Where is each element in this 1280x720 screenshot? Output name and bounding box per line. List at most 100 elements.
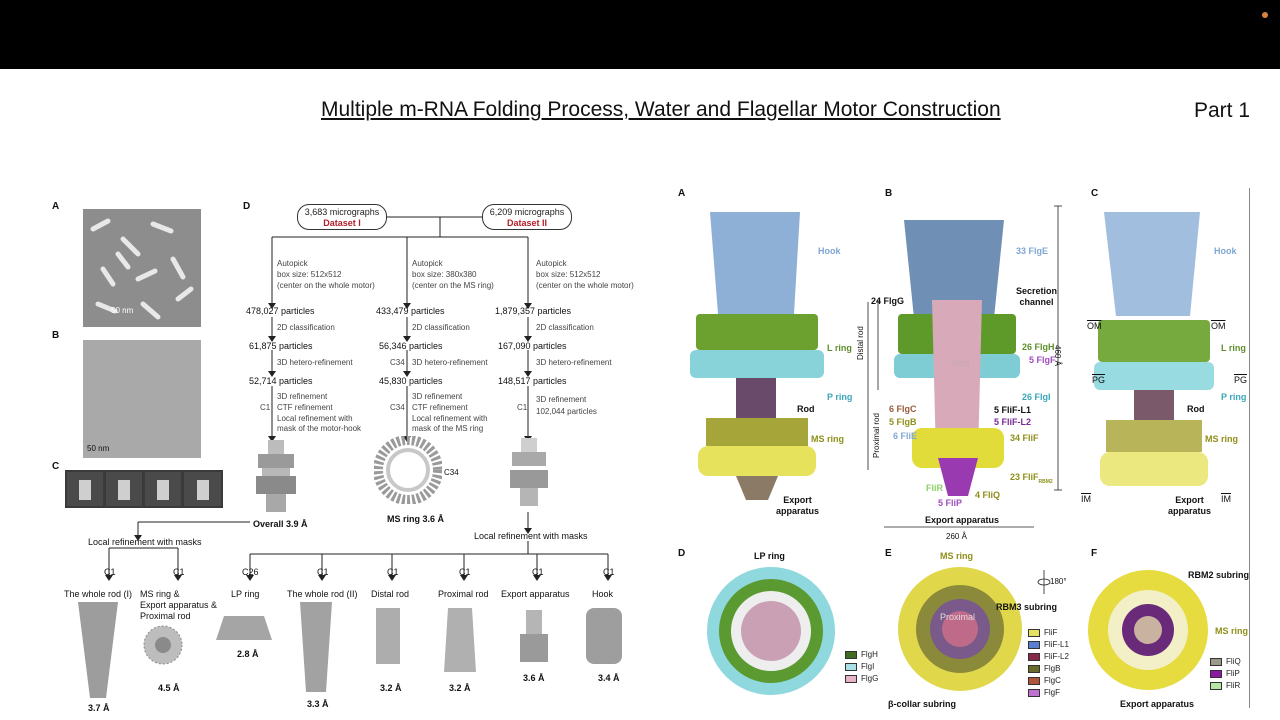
- e-swatch-flgf: [1028, 688, 1040, 697]
- d-legend-flgh: FlgH: [845, 650, 878, 659]
- sub-2-name: MS ring & Export apparatus & Proximal ro…: [140, 589, 218, 621]
- b-flgh-label: 26 FlgH: [1022, 342, 1055, 352]
- d-legend-flgi-label: FlgI: [861, 662, 875, 671]
- d-legend-flgi: FlgI: [845, 662, 874, 671]
- c-pg-left: PG: [1092, 375, 1106, 385]
- c-ms-ring-label: MS ring: [1205, 434, 1238, 444]
- b-flgg-label: 24 FlgG: [871, 296, 905, 306]
- col3-particles-2: 167,090 particles: [498, 341, 567, 351]
- col1-refine-4: mask of the motor-hook: [277, 424, 362, 433]
- sub-1-sym: C1: [104, 567, 116, 577]
- e-rotation-label: 180°: [1050, 577, 1067, 586]
- a-ms-ring-label: MS ring: [811, 434, 844, 444]
- dataset-2-name: Dataset II: [506, 218, 548, 228]
- c-im-right: IM: [1221, 494, 1231, 504]
- f-legend-flip-label: FliP: [1226, 669, 1240, 678]
- col2-box: box size: 380x380: [412, 270, 477, 279]
- sub-3-res: 2.8 Å: [237, 649, 259, 659]
- c-im-left: IM: [1081, 494, 1091, 504]
- rbm2-subring-view: [1088, 570, 1208, 690]
- c-om-right: OM: [1211, 321, 1226, 331]
- col1-refine-3: Local refinement with: [277, 414, 353, 423]
- b-fliq-label: 4 FliQ: [975, 490, 1001, 500]
- panel-letter-d: D: [243, 201, 251, 212]
- motor-model-a: [690, 212, 824, 500]
- col3-sym: C1: [517, 403, 528, 412]
- col1-step-2: 3D hetero-refinement: [277, 358, 353, 367]
- panel-letter-c: C: [52, 461, 60, 472]
- col3-motor-map: [510, 438, 548, 506]
- e-swatch-flif: [1028, 628, 1040, 637]
- b-channel-label: Secretion channel: [1016, 286, 1058, 307]
- motor-cutaway-b: [894, 220, 1020, 496]
- f-legend-flir: FliR: [1210, 681, 1240, 690]
- dataset-1-name: Dataset I: [323, 218, 361, 228]
- col1-particles-1: 478,027 particles: [246, 306, 315, 316]
- e-legend-flifl2-label: FliF-L2: [1044, 652, 1069, 661]
- 2d-class-averages: [65, 470, 223, 508]
- whole-rod-2-map: [300, 602, 332, 692]
- d-legend-flgg-label: FlgG: [861, 674, 879, 683]
- figure-right-border: [1249, 188, 1250, 708]
- ms-ring-symmetry: C34: [444, 468, 459, 477]
- b-flifrbm-label: 23 FliFRBM2: [1010, 472, 1053, 485]
- part-label: Part 1: [1194, 99, 1251, 122]
- scale-bar-label-b: 50 nm: [87, 444, 110, 453]
- b-flir-label: FliR: [926, 483, 943, 493]
- overall-resolution: Overall 3.9 Å: [253, 519, 308, 529]
- f-swatch-flip: [1210, 669, 1222, 678]
- sub-7-name: Export apparatus: [501, 589, 570, 599]
- d-legend-flgh-label: FlgH: [861, 650, 878, 659]
- b-flgf-label: 5 FlgF: [1029, 355, 1056, 365]
- col1-refine-1: 3D refinement: [277, 392, 328, 401]
- col1-sym: C1: [260, 403, 271, 412]
- c-rod-label: Rod: [1187, 404, 1205, 414]
- col2-particles-1: 433,479 particles: [376, 306, 445, 316]
- col1-center: (center on the whole motor): [277, 281, 375, 290]
- b-flifl2-label: 5 FliF-L2: [994, 417, 1032, 427]
- col3-center: (center on the whole motor): [536, 281, 634, 290]
- panel-letter-re: E: [885, 548, 892, 559]
- panel-letter-rc: C: [1091, 188, 1099, 199]
- a-hook-label: Hook: [818, 246, 841, 256]
- f-rbm2-label: RBM2 subring: [1188, 570, 1250, 580]
- lp-ring-map: [216, 616, 272, 640]
- ms-ring-map: [374, 436, 442, 504]
- col3-step-1: 2D classification: [536, 323, 594, 332]
- panel-letter-b: B: [52, 330, 60, 341]
- col2-center: (center on the MS ring): [412, 281, 494, 290]
- b-flie-label: 6 FliE: [893, 431, 918, 441]
- dataset-2-count: 6,209 micrographs: [489, 207, 565, 217]
- col3-particles-1: 1,879,357 particles: [495, 306, 572, 316]
- c-l-ring-label: L ring: [1221, 343, 1246, 353]
- f-swatch-fliq: [1210, 657, 1222, 666]
- c-om-left: OM: [1087, 321, 1102, 331]
- whole-rod-1-map: [78, 602, 118, 698]
- panel-letter-rb: B: [885, 188, 893, 199]
- d-title: LP ring: [754, 551, 785, 561]
- a-rod-label: Rod: [797, 404, 815, 414]
- f-ms-ring-label: MS ring: [1215, 626, 1248, 636]
- b-flip-label: 5 FliP: [938, 498, 963, 508]
- f-legend-flir-label: FliR: [1226, 681, 1241, 690]
- sub-7-sym: C1: [532, 567, 544, 577]
- sub-6-res: 3.2 Å: [449, 683, 471, 693]
- f-export-label: Export apparatus: [1120, 699, 1195, 709]
- e-legend-flgf-label: FlgF: [1044, 688, 1060, 697]
- sub-5-res: 3.2 Å: [380, 683, 402, 693]
- col2-refine-4: mask of the MS ring: [412, 424, 484, 433]
- sub-8-sym: C1: [603, 567, 615, 577]
- d-swatch-flgi: [845, 662, 857, 671]
- b-flifl1-label: 5 FliF-L1: [994, 405, 1032, 415]
- col1-particles-2: 61,875 particles: [249, 341, 313, 351]
- f-legend-fliq-label: FliQ: [1226, 657, 1241, 666]
- export-apparatus-map: [520, 610, 548, 662]
- panel-letter-a: A: [52, 201, 60, 212]
- b-width-label: 260 Å: [946, 532, 967, 541]
- e-title: MS ring: [940, 551, 973, 561]
- e-legend-flgc: FlgC: [1028, 676, 1061, 685]
- record-indicator-icon: [1262, 12, 1268, 18]
- e-legend-flif-label: FliF: [1044, 628, 1058, 637]
- col2-refine-3: Local refinement with: [412, 414, 488, 423]
